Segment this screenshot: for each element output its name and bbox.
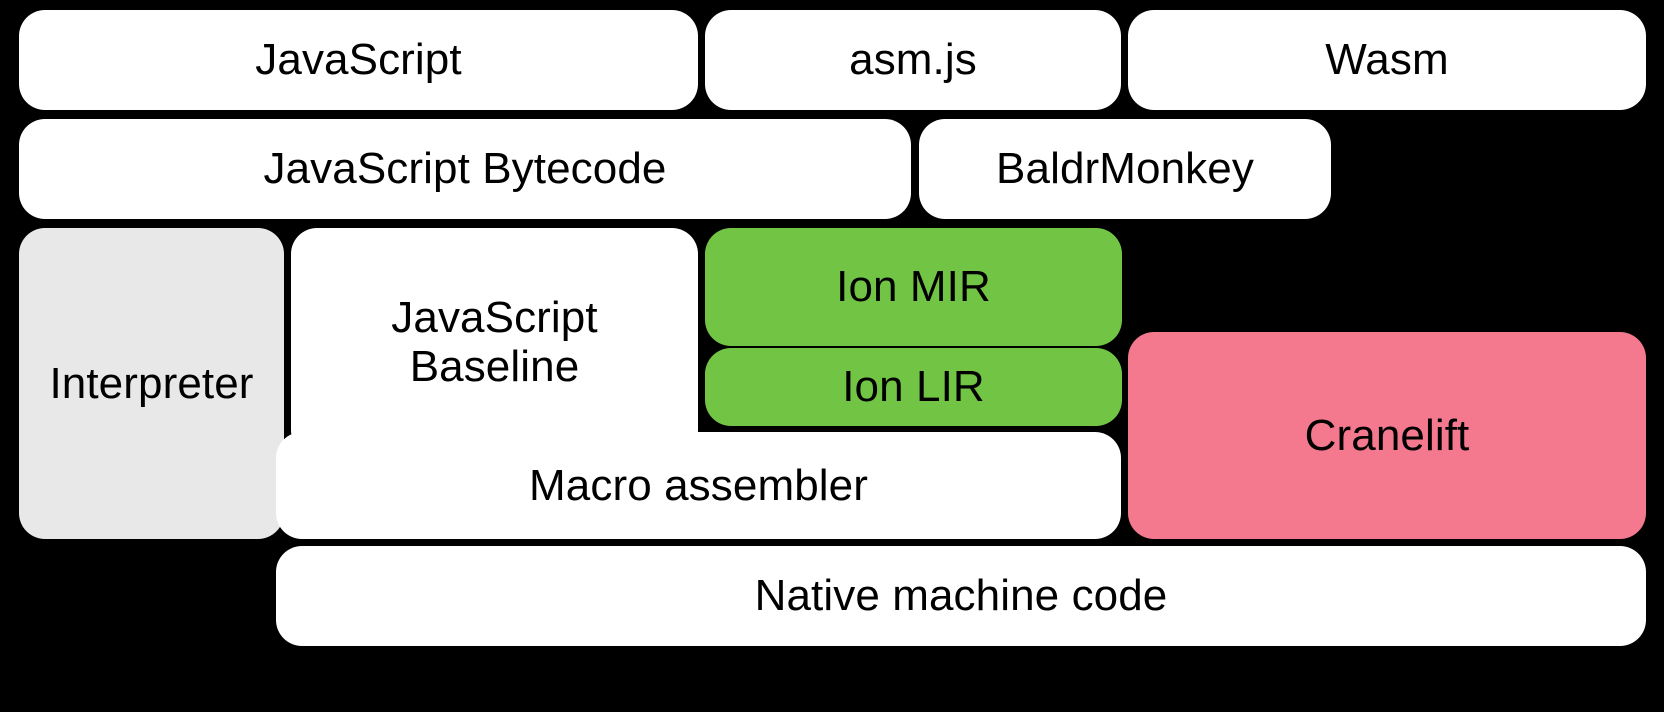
diagram-node-baldrmonkey: BaldrMonkey: [919, 119, 1331, 219]
diagram-node-ion-mir: Ion MIR: [705, 228, 1122, 346]
diagram-node-ion-lir: Ion LIR: [705, 348, 1122, 426]
diagram-node-cranelift: Cranelift: [1128, 332, 1646, 539]
diagram-node-javascript-bytecode: JavaScript Bytecode: [19, 119, 911, 219]
diagram-node-interpreter: Interpreter: [19, 228, 284, 539]
diagram-node-macro-assembler: Macro assembler: [276, 432, 1121, 539]
diagram-node-asmjs-source: asm.js: [705, 10, 1121, 110]
diagram-node-javascript-source: JavaScript: [19, 10, 698, 110]
diagram-node-javascript-baseline: JavaScript Baseline: [291, 228, 698, 456]
diagram-node-wasm-source: Wasm: [1128, 10, 1646, 110]
diagram-node-native-machine-code: Native machine code: [276, 546, 1646, 646]
